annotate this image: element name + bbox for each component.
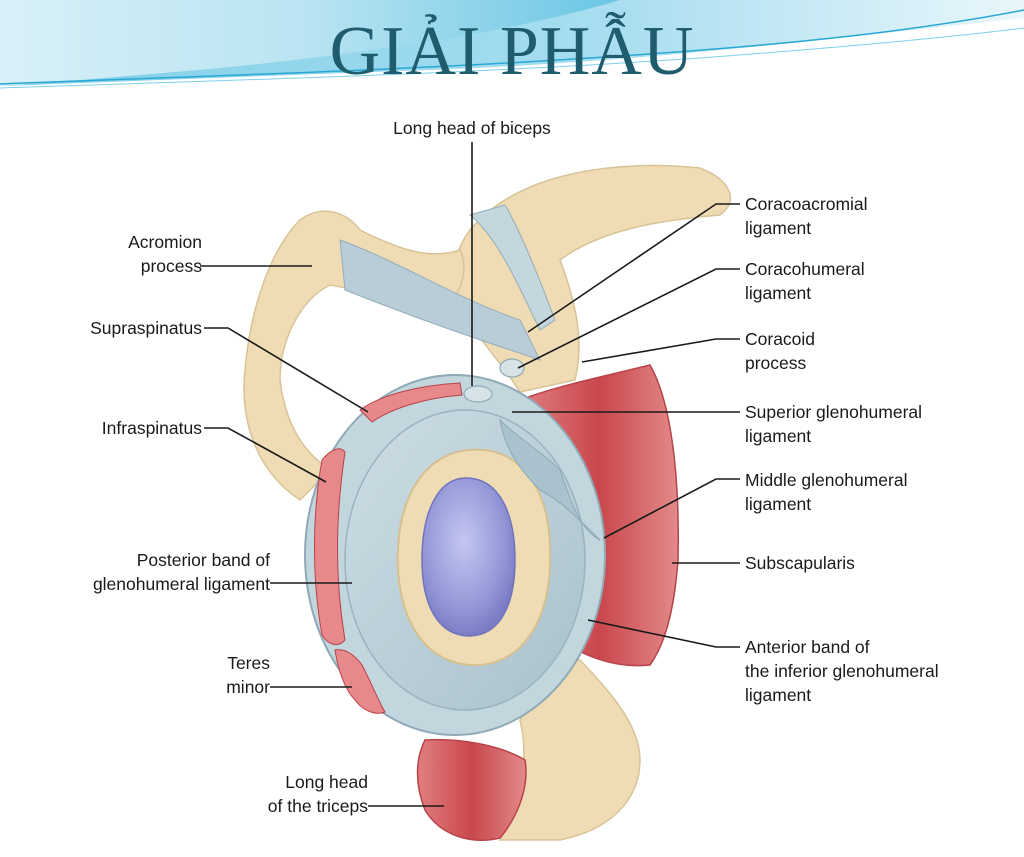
leader-lines	[200, 142, 740, 807]
label-line: glenohumeral ligament	[92, 574, 270, 594]
label-teres-minor: Teres minor	[160, 651, 270, 699]
label-coracoid-process: Coracoid process	[745, 327, 815, 375]
label-infraspinatus: Infraspinatus	[101, 418, 202, 438]
label-line: Coracoid	[745, 329, 816, 349]
label-line: Teres	[227, 653, 270, 673]
label-line: ligament	[745, 283, 812, 303]
title-banner	[0, 0, 1024, 91]
label-superior-glenohumeral-ligament: Superior glenohumeral ligament	[745, 400, 922, 448]
label-subscapularis: Subscapularis	[745, 553, 855, 573]
label-line: Posterior band of	[136, 550, 270, 570]
teres-minor-muscle	[334, 649, 386, 714]
label-middle-glenohumeral-ligament: Middle glenohumeral ligament	[745, 468, 907, 516]
label-posterior-band: Posterior band of glenohumeral ligament	[30, 548, 270, 596]
slide-title: GIẢI PHẪU	[329, 13, 695, 90]
glenoid-cartilage	[421, 477, 516, 637]
label-acromion-process: Acromion process	[60, 230, 202, 278]
coracoacromial-ligament-shape	[339, 239, 541, 361]
infraspinatus-muscle	[314, 448, 346, 646]
coracoid-process	[452, 164, 732, 393]
label-line: ligament	[745, 685, 812, 705]
label-line: ligament	[745, 426, 812, 446]
label-line: Acromion	[128, 232, 202, 252]
label-line: process	[745, 353, 807, 373]
label-line: process	[140, 256, 202, 276]
label-line: Anterior band of	[745, 637, 870, 657]
label-anterior-band: Anterior band of the inferior glenohumer…	[745, 635, 939, 707]
label-line: Superior glenohumeral	[745, 402, 923, 422]
label-line: the inferior glenohumeral	[745, 661, 939, 681]
label-line: Middle glenohumeral	[745, 470, 908, 490]
label-line: Long head	[285, 772, 368, 792]
label-line: Coracoacromial	[745, 194, 868, 214]
biceps-tendon	[463, 385, 493, 403]
label-long-head-triceps: Long head of the triceps	[200, 770, 368, 818]
label-long-head-biceps: Long head of biceps	[393, 118, 551, 138]
label-supraspinatus: Supraspinatus	[90, 318, 202, 338]
triceps-long-head	[416, 738, 527, 841]
label-coracoacromial-ligament: Coracoacromial ligament	[745, 192, 868, 240]
label-coracohumeral-ligament: Coracohumeral ligament	[745, 257, 865, 305]
supraspinatus-muscle	[359, 382, 463, 423]
label-line: minor	[226, 677, 270, 697]
label-line: ligament	[745, 494, 812, 514]
label-line: of the triceps	[267, 796, 368, 816]
label-line: Coracohumeral	[745, 259, 865, 279]
label-line: ligament	[745, 218, 812, 238]
